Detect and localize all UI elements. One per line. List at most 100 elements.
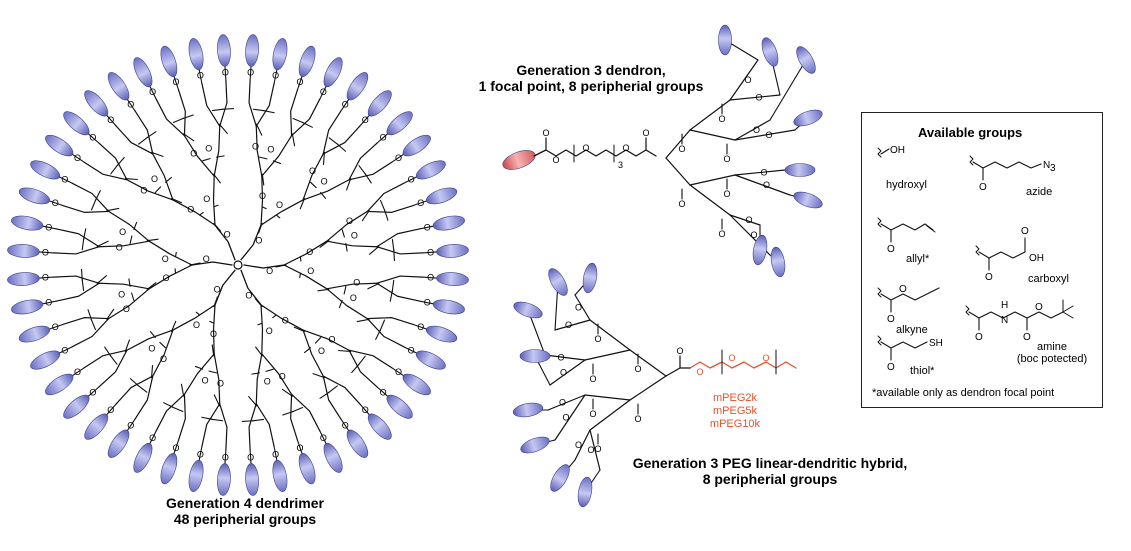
dendrimer-oxygen: O [255, 235, 262, 245]
peripheral-group [512, 401, 544, 419]
dendrimer-bond [184, 354, 214, 394]
dendrimer-oxygen: O [123, 304, 130, 314]
hybrid-oxygen: O [634, 414, 641, 424]
hybrid-oxygen: O [559, 398, 566, 408]
dendrimer-oxygen: O [350, 293, 357, 303]
peripheral-group [7, 243, 40, 258]
dendrimer-carbonyl [82, 280, 83, 291]
dendrimer-oxygen: O [309, 166, 316, 176]
dendrimer-bond [135, 111, 153, 154]
peripheral-group [216, 34, 231, 67]
dendron-oxygen: O [723, 154, 730, 164]
dendrimer-carbonyl [300, 273, 301, 277]
dendrimer-bond [72, 319, 109, 347]
dendrimer-bond [256, 354, 262, 404]
peg-label-5k: mPEG5k [700, 405, 770, 418]
dendrimer-bond [202, 84, 220, 127]
dendron-oxygen: O [678, 144, 685, 154]
dendrimer-carbonyl [160, 342, 166, 347]
dendrimer-oxygen: O [214, 285, 221, 295]
dendrimer-bond [179, 394, 186, 440]
dendrimer-bond [214, 126, 220, 176]
peripheral-group [104, 69, 133, 103]
dendrimer-carbonyl [155, 187, 160, 193]
dendrimer-oxygen: O [353, 277, 360, 287]
dendrimer-carbonyl [203, 159, 210, 161]
peripheral-group [296, 451, 319, 485]
peripheral-group [383, 108, 416, 139]
dendron-caption: Generation 3 dendron, 1 focal point, 8 p… [466, 62, 716, 94]
dendrimer-oxygen: O [119, 227, 126, 237]
dendrimer-oxygen: O [203, 194, 210, 204]
peripheral-group [719, 25, 732, 55]
dendron-caption-line2: 1 focal point, 8 peripherial groups [466, 78, 716, 94]
dendrimer-bond [127, 180, 173, 200]
dendrimer-carbonyl [130, 379, 138, 386]
dendrimer-carbonyl [92, 200, 96, 210]
peripheral-group [245, 463, 260, 496]
dendrimer-carbonyl [196, 312, 199, 315]
dendrimer-carbonyl [392, 280, 393, 291]
hybrid-oxygen: O [589, 374, 596, 384]
available-groups-box: Available groups hydroxyl azide allyl* c… [861, 112, 1103, 408]
dendrimer-oxygen: O [329, 335, 336, 345]
dendrimer-oxygen: O [351, 231, 358, 241]
hybrid-oxygen: O [589, 409, 596, 419]
dendrimer-carbonyl [380, 320, 384, 330]
hybrid-oxygen: O [594, 334, 601, 344]
dendrimer-carbonyl [195, 366, 202, 369]
peripheral-group [28, 347, 62, 373]
dendrimer-methyl [292, 134, 294, 146]
dendron-oxygen: O [622, 143, 629, 153]
group-label-amine-note: (boc potected) [1010, 353, 1094, 365]
dendrimer-carbonyl [117, 157, 124, 165]
dendrimer-bond [423, 277, 437, 278]
dendrimer-carbonyl [138, 386, 147, 393]
hybrid-oxygen: O [594, 444, 601, 454]
dendrimer-carbonyl [262, 207, 266, 209]
dendrimer-carbonyl [173, 407, 183, 411]
dendrimer-methyl [370, 246, 379, 254]
dendrimer-carbonyl [337, 144, 345, 151]
dendrimer-oxygen: O [276, 200, 283, 210]
hybrid-oxygen: O [575, 303, 582, 313]
dendrimer-bond [202, 404, 220, 447]
peripheral-group [792, 189, 825, 211]
dendrimer-carbonyl [321, 192, 326, 198]
hybrid-oxygen: O [560, 368, 567, 378]
dendrimer-bond [349, 350, 392, 368]
hybrid-bond [585, 395, 630, 400]
hybrid-bond [545, 355, 585, 360]
dendrimer-carbonyl [311, 182, 317, 187]
dendrimer-oxygen: O [205, 144, 212, 154]
dendrimer-bond [84, 162, 127, 180]
hybrid-bond [585, 350, 630, 360]
dendrimer-oxygen: O [224, 230, 231, 240]
dendrimer-bond [327, 241, 377, 247]
dendrimer-oxygen: O [318, 346, 325, 356]
peripheral-group [414, 157, 448, 183]
peripheral-group [545, 266, 571, 298]
focal-point-group [500, 147, 537, 174]
peripheral-group [187, 459, 206, 493]
dendrimer-methyl [357, 319, 369, 321]
dendron-caption-line1: Generation 3 dendron, [466, 62, 716, 78]
dendrimer-bond [57, 283, 100, 301]
hybrid-oxygen: O [634, 364, 641, 374]
peripheral-group [343, 427, 372, 461]
dendrimer-oxygen: O [321, 176, 328, 186]
dendrimer-bond [261, 305, 262, 354]
dendrimer-carbonyl [132, 293, 134, 300]
dendrimer-carbonyl [305, 348, 311, 353]
peripheral-group [519, 434, 552, 456]
group-label-thiol: thiol* [910, 365, 934, 377]
dendrimer-carbonyl [111, 165, 118, 174]
dendrimer-bond [367, 319, 404, 347]
peripheral-group [104, 427, 133, 461]
dendrimer-oxygen: O [118, 289, 125, 299]
dendrimer-carbonyl [200, 212, 204, 215]
dendrimer-bond [291, 394, 298, 440]
dendron-oxygen: O [642, 128, 649, 138]
dendrimer-carbonyl [183, 115, 193, 118]
dendron-oxygen: O [718, 114, 725, 124]
